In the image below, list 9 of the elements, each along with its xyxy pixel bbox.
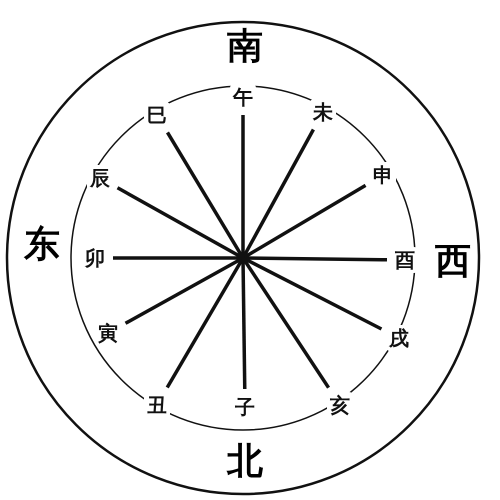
branch-label: 午 — [230, 84, 256, 110]
direction-label: 北 — [226, 440, 264, 484]
direction-label: 南 — [226, 25, 264, 69]
branch-label: 酉 — [392, 247, 418, 273]
branch-label: 未 — [310, 99, 336, 125]
branch-label: 辰 — [87, 165, 113, 191]
direction-label: 西 — [434, 240, 472, 284]
direction-label: 东 — [22, 223, 61, 267]
branch-label: 亥 — [327, 392, 353, 418]
